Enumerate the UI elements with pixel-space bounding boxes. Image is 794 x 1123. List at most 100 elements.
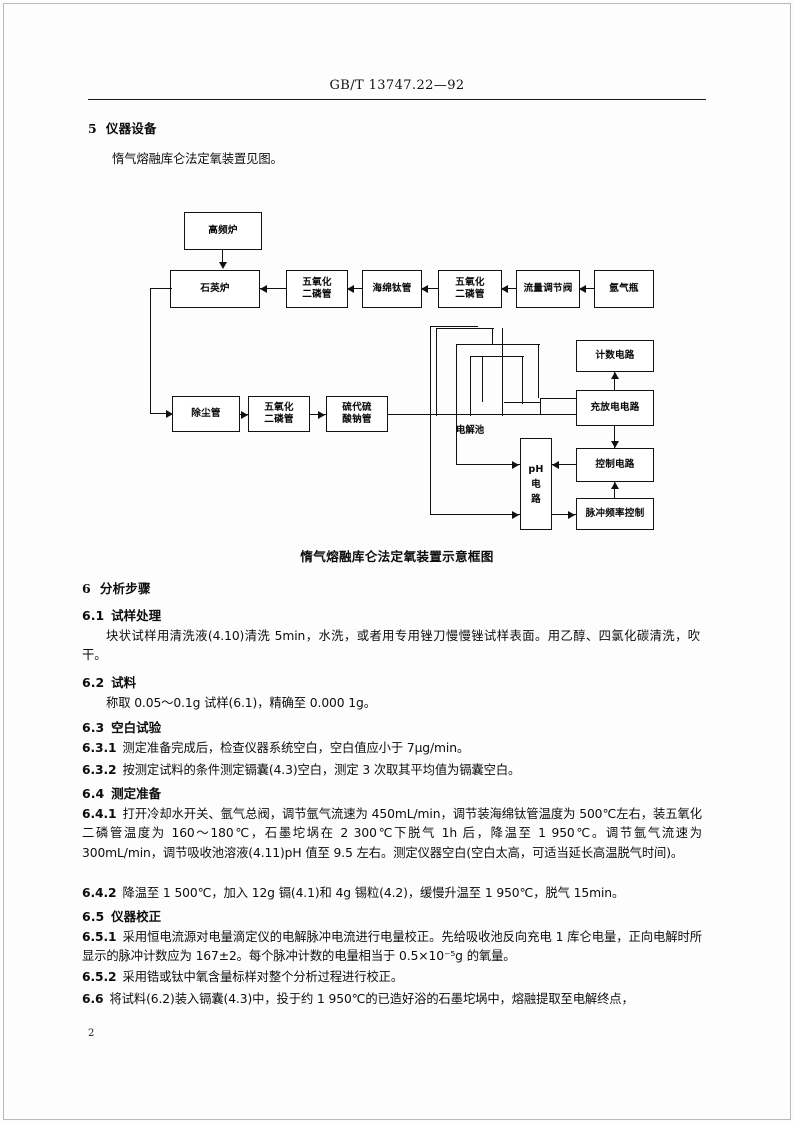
- section-5-number: 5: [88, 121, 97, 136]
- connector-ph-to-pulse: [552, 514, 576, 516]
- section-6-2-number: 6.2: [82, 675, 105, 690]
- arrow-right-p2o5-thio: [318, 411, 325, 419]
- section-6-6-number: 6.6: [82, 992, 104, 1006]
- arrow-left-to-sponge: [421, 285, 428, 293]
- section-6-1-number: 6.1: [82, 608, 105, 623]
- diagram-box-p2o5-tube-2: 五氧化 二磷管: [438, 270, 502, 308]
- diagram-box-ph-circuit: pH 电 路: [520, 438, 552, 530]
- connector-sponge-to-p2o5-1: [348, 288, 362, 290]
- diagram-box-pulse-frequency-control: 脉冲频率控制: [576, 498, 654, 530]
- section-6-4-1-text: 打开冷却水开关、氩气总阀，调节氩气流速为 450mL/min，调节装海绵钛管温度…: [82, 807, 702, 860]
- connector-control-to-ph: [552, 464, 576, 466]
- diagram-box-flow-regulating-valve: 流量调节阀: [516, 270, 580, 308]
- section-6-4-number: 6.4: [82, 786, 105, 801]
- arrow-left-to-p2o5-2: [501, 285, 508, 293]
- connector-charge-to-counter: [614, 372, 616, 390]
- section-6-3-1-number: 6.3.1: [82, 741, 117, 755]
- diagram-box-argon-cylinder: 氩气瓶: [594, 270, 654, 308]
- section-6-6-text: 将试料(6.2)装入镉囊(4.3)中，投于约 1 950℃的已造好浴的石墨坨埚中…: [109, 992, 634, 1006]
- section-6-heading: 6 分析步骤: [82, 578, 151, 597]
- connector-quartz-left-stub: [150, 288, 172, 290]
- connector-p2o5-2-to-sponge: [422, 288, 438, 290]
- arrow-right-into-ph-upper: [512, 461, 519, 469]
- arrow-left-control-to-ph: [552, 461, 559, 469]
- section-6-3-1-text: 测定准备完成后，检查仪器系统空白，空白值应小于 7μg/min。: [122, 741, 470, 755]
- arrow-up-to-control-circuit: [611, 482, 619, 489]
- figure-caption: 惰气熔融库仑法定氧装置示意框图: [300, 549, 494, 564]
- connector-ph-bus-bottom: [430, 514, 520, 516]
- arrow-left-to-quartz: [260, 285, 267, 293]
- section-6-4-2-text: 降温至 1 500℃，加入 12g 镉(4.1)和 4g 锡粒(4.2)，缓慢升…: [122, 886, 625, 900]
- connector-cell-to-ph-upper: [456, 350, 458, 464]
- arrow-right-to-dust-tube: [166, 410, 173, 418]
- apparatus-block-diagram: 高频炉 石英炉 五氧化 二磷管 海绵钛管 五氧化 二磷管 流量调节阀 氩气瓶 除…: [140, 200, 700, 530]
- connector-hf-to-quartz: [222, 250, 224, 266]
- section-6-2-heading: 6.2 试料: [82, 672, 136, 691]
- section-6-3-2-paragraph: 6.3.2 按测定试料的条件测定镉囊(4.3)空白，测定 3 次取其平均值为镉囊空…: [82, 761, 700, 780]
- diagram-box-sponge-titanium-tube: 海绵钛管: [362, 270, 422, 308]
- arrow-up-to-counting-circuit: [611, 372, 619, 379]
- arrow-right-into-ph-lower: [512, 511, 519, 519]
- section-6-title: 分析步骤: [99, 581, 151, 596]
- section-6-6-paragraph: 6.6 将试料(6.2)装入镉囊(4.3)中，投于约 1 950℃的已造好浴的石墨…: [82, 990, 702, 1009]
- connector-pulse-to-control: [614, 482, 616, 498]
- section-6-1-heading: 6.1 试样处理: [82, 605, 161, 624]
- section-6-5-title: 仪器校正: [111, 909, 162, 924]
- connector-charge-to-control: [614, 426, 616, 448]
- connector-cell-to-charge: [540, 398, 576, 400]
- header-rule: [88, 99, 706, 100]
- connector-cylinder-to-valve: [580, 288, 594, 290]
- section-6-5-1-number: 6.5.1: [82, 930, 117, 944]
- arrow-right-dust-p2o5: [241, 411, 248, 419]
- diagram-box-p2o5-tube-1: 五氧化 二磷管: [286, 270, 348, 308]
- diagram-box-charge-discharge-circuit: 充放电电路: [576, 390, 654, 426]
- section-6-5-1-text: 采用恒电流源对电量滴定仪的电解脉冲电流进行电量校正。先给吸收池反向充电 1 库仑…: [82, 930, 702, 964]
- section-6-3-2-number: 6.3.2: [82, 763, 117, 777]
- page-number: 2: [88, 1028, 95, 1039]
- section-6-5-2-paragraph: 6.5.2 采用锆或钛中氧含量标样对整个分析过程进行校正。: [82, 968, 702, 987]
- diagram-box-quartz-furnace: 石英炉: [170, 270, 260, 308]
- section-6-number: 6: [82, 581, 91, 596]
- electrolytic-cell-drawing: [436, 328, 556, 420]
- electrolytic-cell-label: 电解池: [456, 425, 485, 436]
- section-6-4-2-number: 6.4.2: [82, 886, 117, 900]
- section-5-title: 仪器设备: [105, 121, 157, 136]
- section-6-3-2-text: 按测定试料的条件测定镉囊(4.3)空白，测定 3 次取其平均值为镉囊空白。: [122, 763, 521, 777]
- section-6-4-heading: 6.4 测定准备: [82, 783, 161, 802]
- diagram-box-counting-circuit: 计数电路: [576, 340, 654, 372]
- connector-ph-bus-top: [430, 326, 478, 328]
- arrow-down-hf-quartz: [219, 262, 227, 269]
- connector-left-vertical: [150, 288, 152, 414]
- arrow-right-ph-to-pulse: [568, 511, 575, 519]
- diagram-box-sodium-thiosulfate-tube: 硫代硫 酸钠管: [326, 396, 388, 432]
- diagram-box-high-frequency-furnace: 高频炉: [184, 212, 262, 250]
- section-6-4-title: 测定准备: [111, 786, 162, 801]
- section-6-5-2-text: 采用锆或钛中氧含量标样对整个分析过程进行校正。: [122, 970, 404, 984]
- standard-number: GB/T 13747.22—92: [329, 78, 465, 93]
- section-6-3-number: 6.3: [82, 720, 105, 735]
- connector-ph-upper-in: [456, 464, 520, 466]
- arrow-left-to-valve: [579, 285, 586, 293]
- connector-ph-left-bus: [430, 326, 432, 514]
- section-6-5-2-number: 6.5.2: [82, 970, 117, 984]
- section-6-3-1-paragraph: 6.3.1 测定准备完成后，检查仪器系统空白，空白值应小于 7μg/min。: [82, 739, 700, 758]
- section-6-3-title: 空白试验: [111, 720, 162, 735]
- section-5-heading: 5 仪器设备: [88, 118, 157, 137]
- section-6-2-paragraph: 称取 0.05～0.1g 试样(6.1)，精确至 0.000 1g。: [106, 696, 376, 710]
- arrow-down-to-control-circuit: [611, 441, 619, 448]
- diagram-box-p2o5-tube-3: 五氧化 二磷管: [248, 396, 310, 432]
- connector-p2o5-1-to-quartz: [260, 288, 286, 290]
- diagram-box-dust-removal-tube: 除尘管: [172, 396, 240, 432]
- section-6-4-1-number: 6.4.1: [82, 807, 117, 821]
- arrow-left-to-p2o5-1: [347, 285, 354, 293]
- section-6-2-title: 试料: [111, 675, 137, 690]
- connector-left-to-dust: [150, 413, 170, 415]
- section-6-1-title: 试样处理: [111, 608, 162, 623]
- connector-cell-drop: [540, 398, 542, 414]
- section-5-paragraph: 惰气熔融库仑法定氧装置见图。: [112, 152, 283, 166]
- connector-valve-to-p2o5-2: [502, 288, 516, 290]
- section-6-5-number: 6.5: [82, 909, 105, 924]
